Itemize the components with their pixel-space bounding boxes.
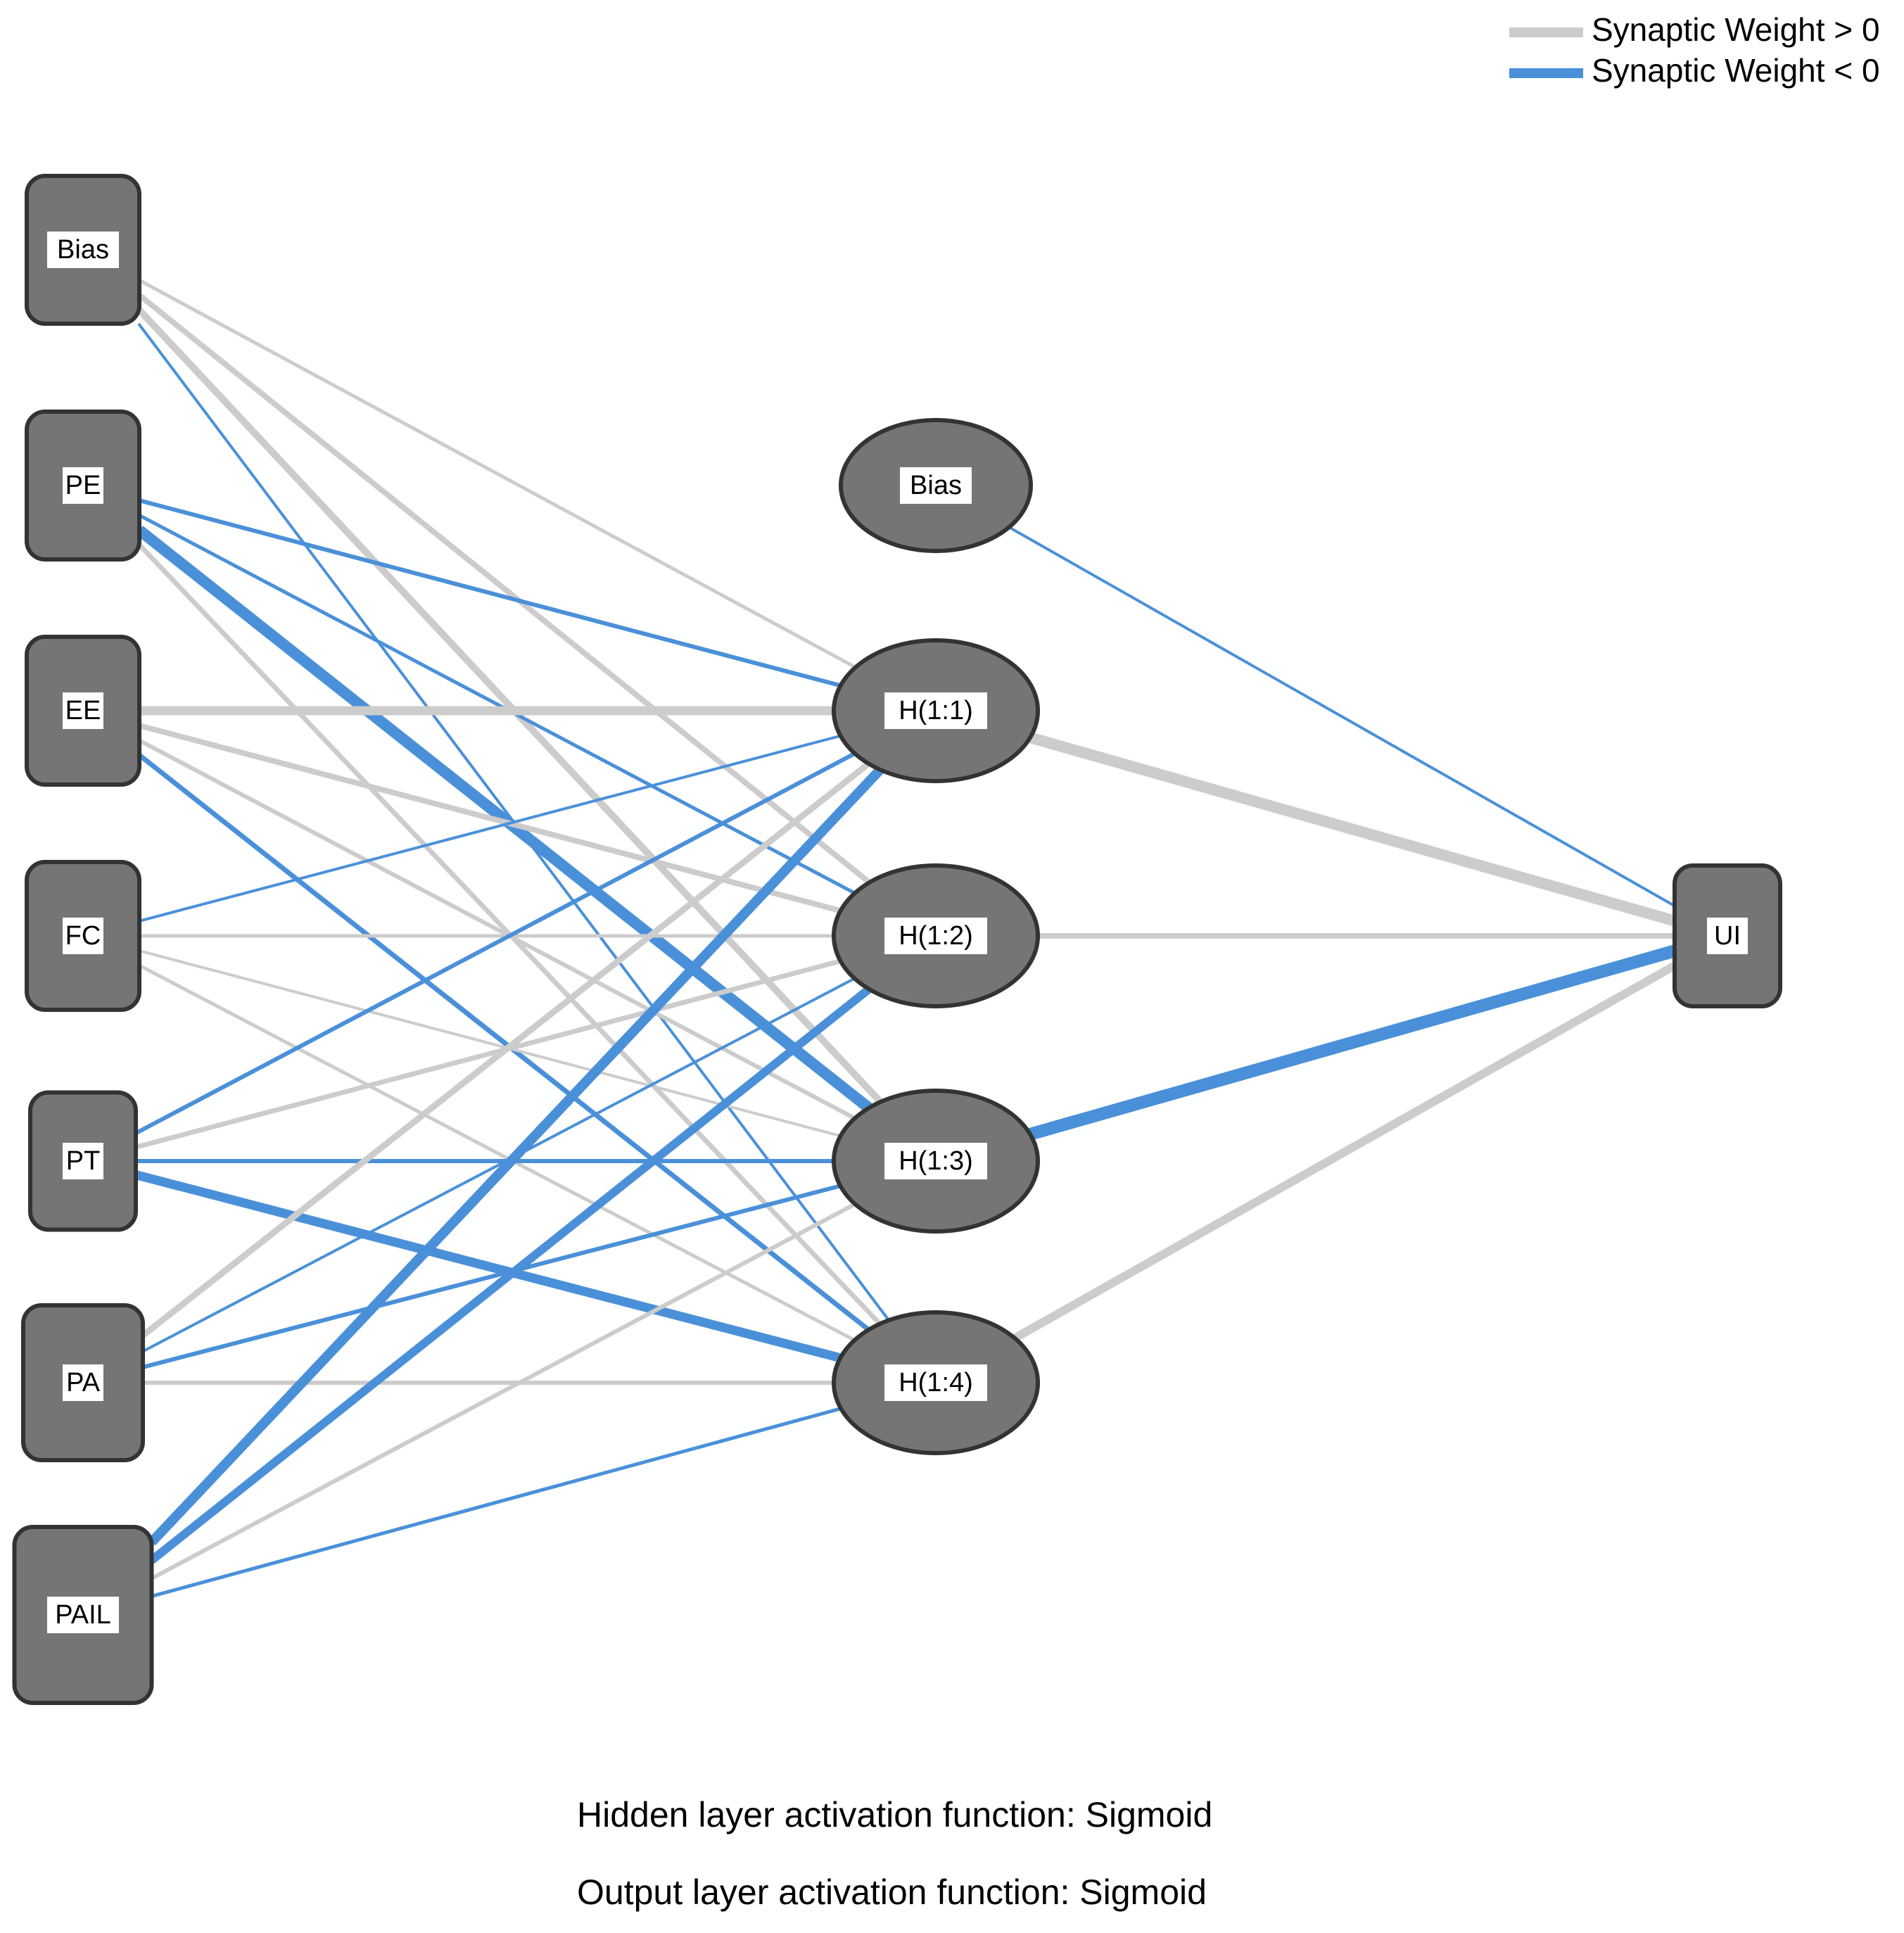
node-label-background [47,232,119,268]
caption-block: Hidden layer activation function: Sigmoi… [577,1795,1212,1912]
node-label: PA [66,1368,101,1398]
node-in-ee[interactable]: EE [25,635,141,787]
node-label: EE [65,696,101,725]
synapse-edge [1028,944,1677,1141]
node-label-background [63,1364,103,1401]
synapse-edge [151,1202,856,1580]
node-in-bias[interactable]: Bias [25,174,141,326]
node-label: H(1:1) [899,696,973,725]
node-label: PAIL [55,1600,111,1630]
node-label-background [884,692,987,729]
synapse-edge [138,514,856,895]
synapse-edge [142,977,856,1353]
node-label-background [63,1143,103,1179]
legend: Synaptic Weight > 0 Synaptic Weight < 0 [1509,11,1880,89]
legend-swatch [1509,27,1583,37]
node-label-background [63,467,103,504]
synapse-edge [151,1407,842,1598]
node-label-background [884,1364,987,1401]
synapse-edge [141,761,871,1338]
node-label: Bias [57,235,109,265]
node-in-pe[interactable]: PE [25,410,141,562]
synapse-edge [135,958,842,1150]
synapse-edge [148,985,872,1564]
node-h3[interactable]: H(1:3) [832,1089,1040,1234]
synapse-edge [137,753,870,1332]
synapse-edge [148,766,884,1546]
node-in-pail[interactable]: PAIL [12,1525,154,1705]
node-label: H(1:2) [899,921,973,951]
output-activation-caption: Output layer activation function: Sigmoi… [577,1872,1207,1912]
synapse-edge [137,293,872,885]
synapse-edge [137,308,884,1105]
legend-item: Synaptic Weight < 0 [1509,52,1880,89]
node-h4[interactable]: H(1:4) [832,1310,1040,1455]
legend-label: Synaptic Weight < 0 [1592,52,1880,89]
node-label-background [63,918,103,954]
node-label: FC [65,921,101,951]
node-label: H(1:4) [899,1368,973,1398]
node-label-background [47,1597,119,1633]
node-out-ui[interactable]: UI [1673,863,1782,1008]
hidden-activation-caption: Hidden layer activation function: Sigmoi… [577,1795,1212,1834]
node-h2[interactable]: H(1:2) [832,863,1040,1008]
node-label: UI [1714,921,1741,951]
node-label-background [1707,918,1748,954]
node-label-background [900,467,972,504]
node-in-fc[interactable]: FC [25,860,141,1012]
node-label: PT [66,1146,101,1176]
synapse-edge [139,734,842,923]
synapse-edge [1013,962,1677,1342]
synapse-edge [142,1184,842,1369]
node-h-bias[interactable]: Bias [839,418,1033,553]
synapse-edge [138,963,856,1342]
node-label: Bias [910,471,962,500]
synapse-edge [134,752,856,1136]
node-label: PE [65,471,101,500]
synapse-edge [139,498,842,688]
legend-swatch [1509,68,1583,78]
synapse-edge [1028,732,1677,927]
synapse-edge [138,738,856,1120]
node-label: H(1:3) [899,1146,973,1176]
legend-label: Synaptic Weight > 0 [1592,11,1880,48]
edge-layer [134,279,1677,1598]
node-in-pa[interactable]: PA [21,1303,145,1462]
node-h1[interactable]: H(1:1) [832,638,1040,783]
node-label-background [63,692,103,729]
node-label-background [884,918,987,954]
node-layer: BiasPEEEFCPTPAPAILBiasH(1:1)H(1:2)H(1:3)… [12,174,1782,1705]
node-label-background [884,1143,987,1179]
node-in-pt[interactable]: PT [28,1090,138,1232]
legend-item: Synaptic Weight > 0 [1509,11,1880,48]
synapse-edge [1008,526,1675,908]
synapse-edge [138,279,857,669]
synapse-edge [134,1170,842,1363]
